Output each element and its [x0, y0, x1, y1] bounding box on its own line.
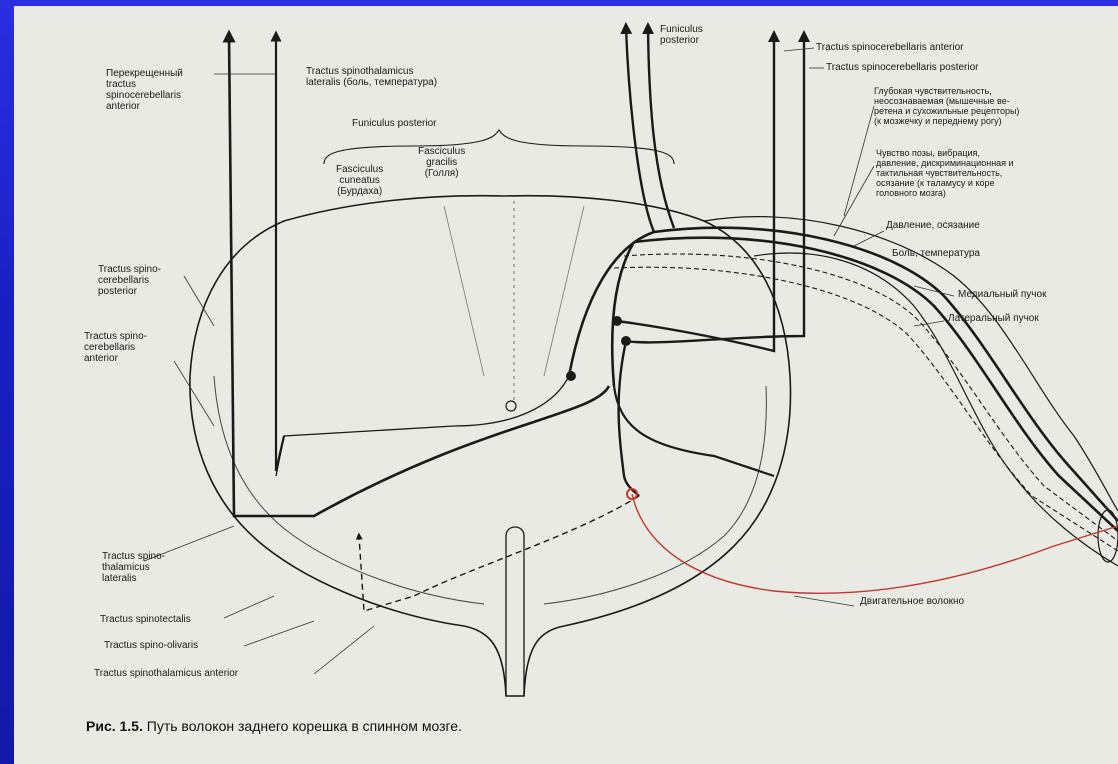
label-spinothalamic-lateral-top: Tractus spinothalamicus lateralis (боль,…: [306, 66, 437, 88]
motor-fiber-line: [632, 494, 1118, 593]
label-pressure-touch: Давление, осязание: [886, 220, 980, 231]
anterior-median-fissure: [506, 527, 524, 696]
central-canal: [506, 401, 516, 411]
inner-margin-right: [544, 386, 766, 604]
leader-lines: [144, 48, 954, 674]
label-spinocerebellar-posterior-right: Tractus spinocerebellaris posterior: [826, 62, 978, 73]
label-pain-temperature: Боль, температура: [892, 248, 980, 259]
posterior-column-fiber-2: [648, 28, 674, 228]
crossed-spinocerebellar-fiber: [276, 36, 284, 471]
label-fasciculus-cuneatus: Fasciculus cuneatus (Бурдаха): [336, 164, 383, 197]
figure-caption: Рис. 1.5. Путь волокон заднего корешка в…: [86, 718, 462, 734]
label-funiculus-posterior-left: Funiculus posterior: [352, 118, 436, 129]
crossing-to-anterior-horn: [614, 386, 774, 476]
root-fiber-2: [634, 238, 1118, 531]
label-crossed-spinocerebellar: Перекрещенный tractus spinocerebellaris …: [106, 68, 183, 112]
figure-caption-text: Путь волокон заднего корешка в спинном м…: [143, 718, 462, 734]
label-motor-fiber: Двигательное волокно: [860, 596, 964, 607]
pathway-to-thoracic: [619, 341, 639, 496]
label-spinothalamic-anterior: Tractus spinothalamicus anterior: [94, 668, 238, 679]
septum-left: [444, 206, 484, 376]
septum-right: [544, 206, 584, 376]
anterior-spinothalamic-fiber: [359, 496, 639, 611]
root-end: [1098, 510, 1118, 562]
dorsal-root-upper: [704, 217, 1118, 511]
label-deep-sensitivity: Глубокая чувствительность, неосознаваема…: [874, 86, 1019, 126]
label-spinocerebellar-posterior-left: Tractus spino- cerebellaris posterior: [98, 264, 161, 297]
inner-margin-outline: [214, 376, 484, 604]
label-spinothalamic-lateralis-bottom: Tractus spino- thalamicus lateralis: [102, 551, 165, 584]
label-lateral-bundle: Латеральный пучок: [948, 313, 1039, 324]
figure-number: Рис. 1.5.: [86, 718, 143, 734]
label-spinocerebellar-anterior-right: Tractus spinocerebellaris anterior: [816, 42, 963, 53]
spinal-cord-outline: [190, 196, 791, 696]
textbook-page: Перекрещенный tractus spinocerebellaris …: [14, 6, 1118, 764]
label-spino-olivaris: Tractus spino-olivaris: [104, 640, 198, 651]
label-medial-bundle: Медиальный пучок: [958, 289, 1046, 300]
label-spinotectalis: Tractus spinotectalis: [100, 614, 191, 625]
lateral-spinothalamic-fiber: [229, 36, 609, 516]
root-fiber-1: [654, 228, 1118, 521]
dorsal-root-lower: [754, 253, 1118, 566]
funiculus-brace: [324, 130, 674, 164]
spinocerebellar-anterior-fiber: [617, 36, 774, 351]
label-funiculus-posterior-right: Funiculus posterior: [660, 24, 703, 46]
label-fasciculus-gracilis: Fasciculus gracilis (Голля): [418, 146, 465, 179]
spinocerebellar-posterior-fiber: [626, 36, 804, 342]
label-position-sense: Чувство позы, вибрация, давление, дискри…: [876, 148, 1014, 198]
fiber-to-cuneatus: [612, 242, 634, 386]
label-spinocerebellar-anterior-left: Tractus spino- cerebellaris anterior: [84, 331, 147, 364]
